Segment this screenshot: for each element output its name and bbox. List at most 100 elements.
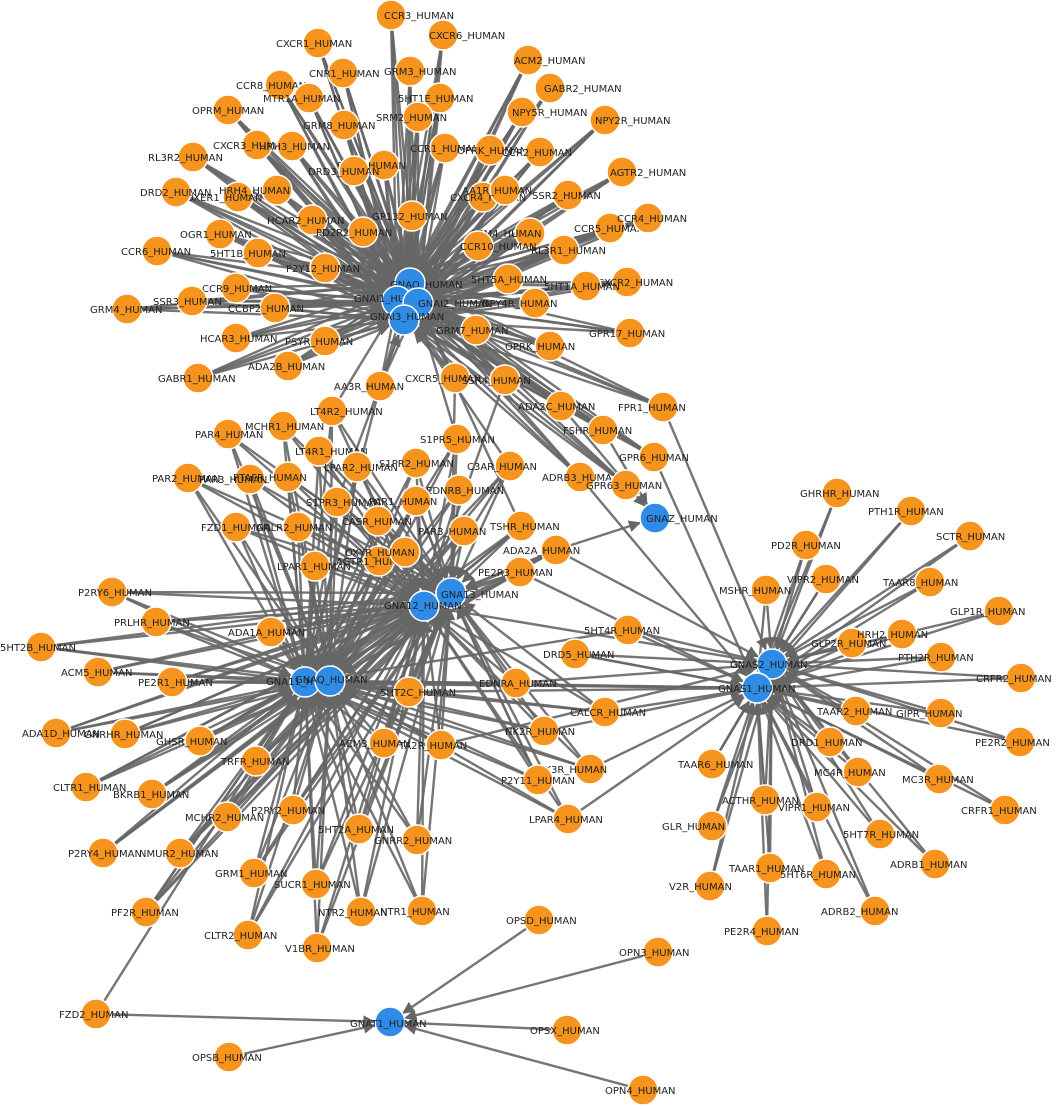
receptor-node-opn4[interactable]: OPN4_HUMAN: [605, 1074, 676, 1106]
receptor-node-acm4-circle[interactable]: [514, 217, 546, 249]
receptor-node-ada2a[interactable]: ADA2A_HUMAN: [503, 534, 580, 566]
receptor-node-hcar3[interactable]: HCAR3_HUMAN: [200, 322, 277, 354]
receptor-node-gabr2-circle[interactable]: [534, 72, 566, 104]
receptor-node-rl3r1[interactable]: RL3R1_HUMAN: [531, 234, 606, 266]
receptor-node-glp1r[interactable]: GLP1R_HUMAN: [950, 595, 1025, 627]
receptor-node-npy2r[interactable]: NPY2R_HUMAN: [589, 104, 671, 136]
receptor-node-grm4-circle[interactable]: [111, 293, 143, 325]
receptor-node-par1[interactable]: PAR1_HUMAN: [369, 485, 437, 517]
receptor-node-cxcr6-circle[interactable]: [427, 19, 459, 51]
receptor-node-cxcr2[interactable]: CXCR2_HUMAN: [597, 266, 673, 298]
receptor-node-s1pr2[interactable]: S1PR2_HUMAN: [379, 447, 454, 479]
receptor-node-5ht1a-circle[interactable]: [570, 270, 602, 302]
receptor-node-pd2r-circle[interactable]: [790, 529, 822, 561]
receptor-node-srm2[interactable]: SRM2_HUMAN: [376, 101, 447, 133]
receptor-node-mtr1a-circle[interactable]: [293, 82, 325, 114]
receptor-node-par2-circle[interactable]: [172, 462, 204, 494]
receptor-node-ssr2[interactable]: SSR2_HUMAN: [532, 179, 601, 211]
receptor-node-hrh3[interactable]: HRH3_HUMAN: [259, 130, 330, 162]
receptor-node-mc3r-circle[interactable]: [923, 763, 955, 795]
receptor-node-mshr-circle[interactable]: [750, 574, 782, 606]
receptor-node-pf2r-circle[interactable]: [130, 896, 162, 928]
receptor-node-ssr5-circle[interactable]: [368, 149, 400, 181]
receptor-node-5ht2b[interactable]: 5HT2B_HUMAN: [0, 631, 76, 663]
receptor-node-cxcr2-circle[interactable]: [611, 266, 643, 298]
receptor-node-opn3-circle[interactable]: [642, 936, 674, 968]
g-protein-node-gnas2-circle[interactable]: [756, 648, 788, 680]
receptor-node-lpar2[interactable]: LPAR2_HUMAN: [324, 451, 398, 483]
receptor-node-gpr63[interactable]: GPR63_HUMAN: [586, 469, 662, 501]
receptor-node-glp1r-circle[interactable]: [983, 595, 1015, 627]
receptor-node-p2ry6[interactable]: P2RY6_HUMAN: [78, 576, 152, 608]
receptor-node-gnrr2-circle[interactable]: [401, 824, 433, 856]
receptor-node-vipr2-circle[interactable]: [810, 563, 842, 595]
receptor-node-oprm[interactable]: OPRM_HUMAN: [192, 94, 264, 126]
receptor-node-opn4-circle[interactable]: [627, 1074, 659, 1106]
receptor-node-gp132-circle[interactable]: [396, 200, 428, 232]
receptor-node-5ht2a[interactable]: 5HT2A_HUMAN: [318, 813, 394, 845]
receptor-node-drd2[interactable]: DRD2_HUMAN: [140, 176, 212, 208]
receptor-node-galr2-circle[interactable]: [282, 511, 314, 543]
receptor-node-ednrb-circle[interactable]: [443, 474, 475, 506]
receptor-node-grm3-circle[interactable]: [394, 55, 426, 87]
receptor-node-5ht6r[interactable]: 5HT6R_HUMAN: [780, 858, 856, 890]
receptor-node-5ht1e-circle[interactable]: [424, 82, 456, 114]
g-protein-node-gnai3-circle[interactable]: [388, 304, 420, 336]
receptor-node-pth2r-circle[interactable]: [925, 641, 957, 673]
receptor-node-acm5-circle[interactable]: [82, 656, 114, 688]
receptor-node-ada2a-circle[interactable]: [540, 534, 572, 566]
receptor-node-gnrr2[interactable]: GNRR2_HUMAN: [374, 824, 452, 856]
receptor-node-v2r-circle[interactable]: [694, 870, 726, 902]
receptor-node-sucr1[interactable]: SUCR1_HUMAN: [274, 868, 351, 900]
receptor-node-rl3r2[interactable]: RL3R2_HUMAN: [148, 141, 223, 173]
receptor-node-ccr8-circle[interactable]: [264, 69, 296, 101]
receptor-node-nk2r-circle[interactable]: [528, 715, 560, 747]
receptor-node-ssr4[interactable]: SSR4_HUMAN: [462, 364, 531, 396]
receptor-node-adrb2[interactable]: ADRB2_HUMAN: [821, 895, 899, 927]
receptor-node-ccbp2[interactable]: CCBP2_HUMAN: [228, 292, 304, 324]
receptor-node-hrh3-circle[interactable]: [276, 130, 308, 162]
receptor-node-fzd2-circle[interactable]: [80, 998, 112, 1030]
receptor-node-5ht7r[interactable]: 5HT7R_HUMAN: [843, 818, 919, 850]
receptor-node-s1pr5[interactable]: S1PR5_HUMAN: [420, 423, 495, 455]
receptor-node-5ht1e[interactable]: 5HT1E_HUMAN: [398, 82, 473, 114]
receptor-node-taar6-circle[interactable]: [696, 748, 728, 780]
receptor-node-oprk[interactable]: OPRK_HUMAN: [505, 330, 575, 362]
receptor-node-v2r[interactable]: V2R_HUMAN: [669, 870, 732, 902]
receptor-node-sctr-circle[interactable]: [954, 520, 986, 552]
receptor-node-gpr6-circle[interactable]: [638, 441, 670, 473]
receptor-node-taar8-circle[interactable]: [914, 566, 946, 598]
receptor-node-prlhr-circle[interactable]: [140, 606, 172, 638]
receptor-node-ccr1[interactable]: CCR1_HUMAN: [410, 132, 480, 164]
receptor-node-par3[interactable]: PAR3_HUMAN: [199, 463, 267, 495]
receptor-node-psyr-circle[interactable]: [309, 325, 341, 357]
receptor-node-5ht5a[interactable]: 5HT5A_HUMAN: [471, 263, 547, 295]
receptor-node-npy2r-circle[interactable]: [589, 104, 621, 136]
receptor-node-drd1[interactable]: DRD1_HUMAN: [791, 726, 863, 758]
receptor-node-taar6[interactable]: TAAR6_HUMAN: [677, 748, 753, 780]
receptor-node-5ht4r[interactable]: 5HT4R_HUMAN: [584, 614, 660, 646]
g-protein-node-gnaq-circle[interactable]: [314, 665, 346, 697]
receptor-node-crfr1-circle[interactable]: [989, 794, 1021, 826]
receptor-node-drd5[interactable]: DRD5_HUMAN: [543, 638, 615, 670]
receptor-node-acm2[interactable]: ACM2_HUMAN: [512, 44, 585, 76]
receptor-node-acm5[interactable]: ACM5_HUMAN: [61, 656, 132, 688]
g-protein-node-gnat1[interactable]: GNAT1_HUMAN: [350, 1006, 427, 1038]
g-protein-node-gnaq[interactable]: GNAQ_HUMAN: [295, 665, 368, 697]
receptor-node-s1pr3-circle[interactable]: [321, 486, 353, 518]
receptor-node-s1pr2-circle[interactable]: [400, 447, 432, 479]
receptor-node-ghsr[interactable]: GHSR_HUMAN: [156, 725, 227, 757]
g-protein-node-gnaz-circle[interactable]: [639, 502, 671, 534]
receptor-node-ptafr[interactable]: PTAFR_HUMAN: [233, 461, 307, 493]
receptor-node-vipr1-circle[interactable]: [801, 791, 833, 823]
receptor-node-glp2r[interactable]: GLP2R_HUMAN: [811, 627, 886, 659]
receptor-node-mc4r[interactable]: MC4R_HUMAN: [814, 756, 886, 788]
receptor-node-5ht6r-circle[interactable]: [810, 858, 842, 890]
receptor-node-ccr6[interactable]: CCR6_HUMAN: [121, 235, 191, 267]
receptor-node-hrh2[interactable]: HRH2_HUMAN: [857, 618, 928, 650]
receptor-node-p2y12-circle[interactable]: [309, 252, 341, 284]
receptor-node-ssr5[interactable]: SSR5_HUMAN: [337, 149, 406, 181]
receptor-node-calcr[interactable]: CALCR_HUMAN: [570, 696, 646, 728]
receptor-node-ccr4-circle[interactable]: [632, 202, 664, 234]
receptor-node-drd2-circle[interactable]: [160, 176, 192, 208]
